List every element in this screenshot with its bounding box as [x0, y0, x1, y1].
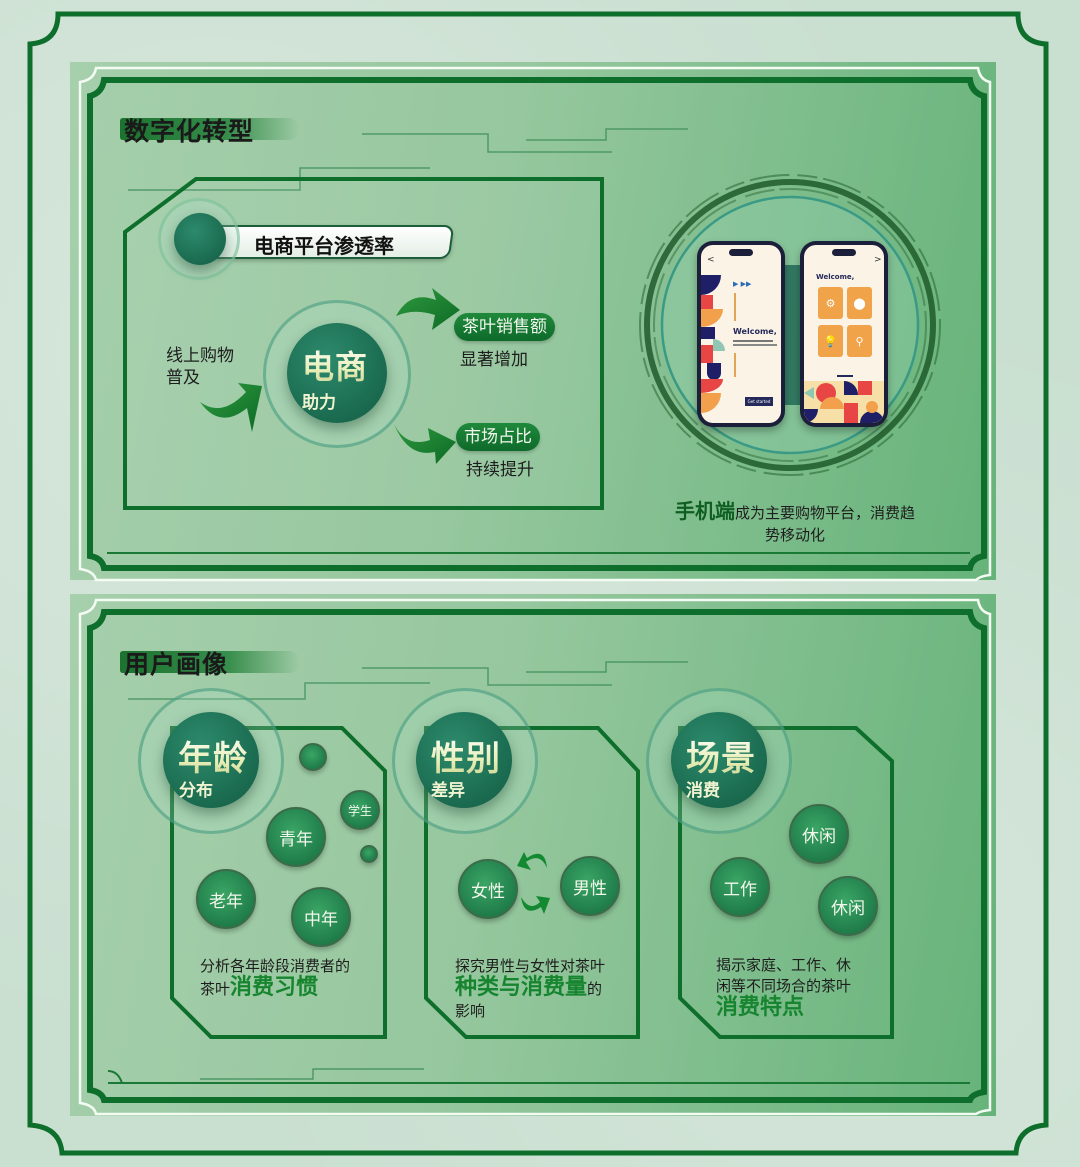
badge-main-ecommerce: 电商: [302, 342, 368, 388]
age-badge: [163, 712, 259, 808]
lightbulb-icon: 💡: [818, 325, 843, 357]
tea-sales-pill: 茶叶销售额: [454, 313, 555, 341]
gender-desc-emphasis: 种类与消费量: [455, 975, 588, 1000]
geometric-pattern: [701, 275, 725, 413]
market-share-pill: 市场占比: [456, 423, 540, 451]
play-icons: ▶ ▶▶: [733, 280, 752, 288]
welcome-text-right: Welcome,: [816, 273, 855, 281]
mobile-caption: 手机端成为主要购物平台，消费趋 势移动化: [655, 500, 935, 546]
bubble-student: 学生: [340, 790, 380, 830]
scenario-title: 场景: [686, 731, 756, 780]
search-icon: ⚲: [847, 325, 872, 357]
scenario-description: 揭示家庭、工作、休 闲等不同场合的茶叶 消费特点: [716, 955, 851, 1020]
get-started-button: Get started: [745, 397, 773, 406]
gender-desc-suffix: 的: [587, 980, 603, 998]
caption-highlight: 手机端: [674, 499, 735, 523]
decor-bubble-small: [360, 845, 378, 863]
gender-desc-line3: 影响: [455, 1002, 486, 1020]
caption-line1: 成为主要购物平台，消费趋: [734, 504, 915, 522]
age-desc-prefix: 茶叶: [200, 980, 231, 998]
gender-badge: [416, 712, 512, 808]
gender-desc-line1: 探究男性与女性对茶叶: [455, 957, 606, 975]
decor-bubble: [299, 743, 327, 771]
header-title: 电商平台渗透率: [254, 234, 394, 258]
bubble-middle-aged: 中年: [291, 887, 351, 947]
bubble-work: 工作: [710, 857, 770, 917]
welcome-text-left: Welcome,: [733, 327, 777, 336]
scenario-desc-line1: 揭示家庭、工作、休: [716, 956, 852, 974]
arrow-down-right-icon: [394, 424, 456, 464]
gender-title: 性别: [431, 731, 501, 780]
arrow-right-icon: [200, 383, 262, 432]
input-text-line2: 普及: [166, 368, 200, 388]
bubble-female: 女性: [458, 859, 518, 919]
title-brush-stroke: [120, 118, 300, 140]
title-brush-stroke-2: [120, 651, 300, 673]
section-title-digital: 数字化转型: [124, 117, 255, 146]
section-title-profile: 用户画像: [124, 650, 229, 679]
bubble-leisure-1: 休闲: [789, 804, 849, 864]
input-text-line1: 线上购物: [166, 346, 234, 366]
age-subtitle: 分布: [179, 781, 213, 801]
caption-line2: 势移动化: [764, 526, 825, 544]
location-pin-icon: ⬤: [847, 287, 872, 319]
bubble-youth: 青年: [266, 807, 326, 867]
gender-subtitle: 差异: [431, 781, 465, 801]
age-desc-line1: 分析各年龄段消费者的: [200, 957, 351, 975]
bubble-elderly: 老年: [196, 869, 256, 929]
tea-sales-text: 显著增加: [460, 350, 528, 370]
gear-icon: ⚙: [818, 287, 843, 319]
badge-sub-ecommerce: 助力: [302, 393, 336, 413]
scenario-subtitle: 消费: [686, 781, 720, 801]
age-desc-emphasis: 消费习惯: [230, 975, 319, 1000]
bubble-leisure-2: 休闲: [818, 876, 878, 936]
age-description: 分析各年龄段消费者的 茶叶消费习惯: [200, 955, 350, 1000]
ecommerce-badge: [287, 323, 387, 423]
scenario-desc-line2: 闲等不同场合的茶叶: [716, 977, 852, 995]
phone-mockup-right: > Welcome, ⚙ ⬤ 💡 ⚲: [800, 241, 888, 427]
penetration-header: 电商平台渗透率: [156, 198, 456, 280]
back-chevron-icon: <: [707, 255, 715, 265]
scenario-badge: [671, 712, 767, 808]
age-title: 年龄: [178, 731, 248, 780]
geometric-pattern-bottom: [804, 381, 884, 423]
header-dot: [174, 213, 226, 265]
arrow-up-right-icon: [396, 288, 460, 330]
phone-mockup-left: < ▶ ▶▶ Welcome, Get started: [697, 241, 785, 427]
market-share-text: 持续提升: [466, 460, 534, 480]
gender-description: 探究男性与女性对茶叶 种类与消费量的 影响: [455, 955, 605, 1022]
bubble-male: 男性: [560, 856, 620, 916]
next-chevron-icon: >: [874, 255, 882, 265]
scenario-desc-emphasis: 消费特点: [716, 995, 805, 1020]
